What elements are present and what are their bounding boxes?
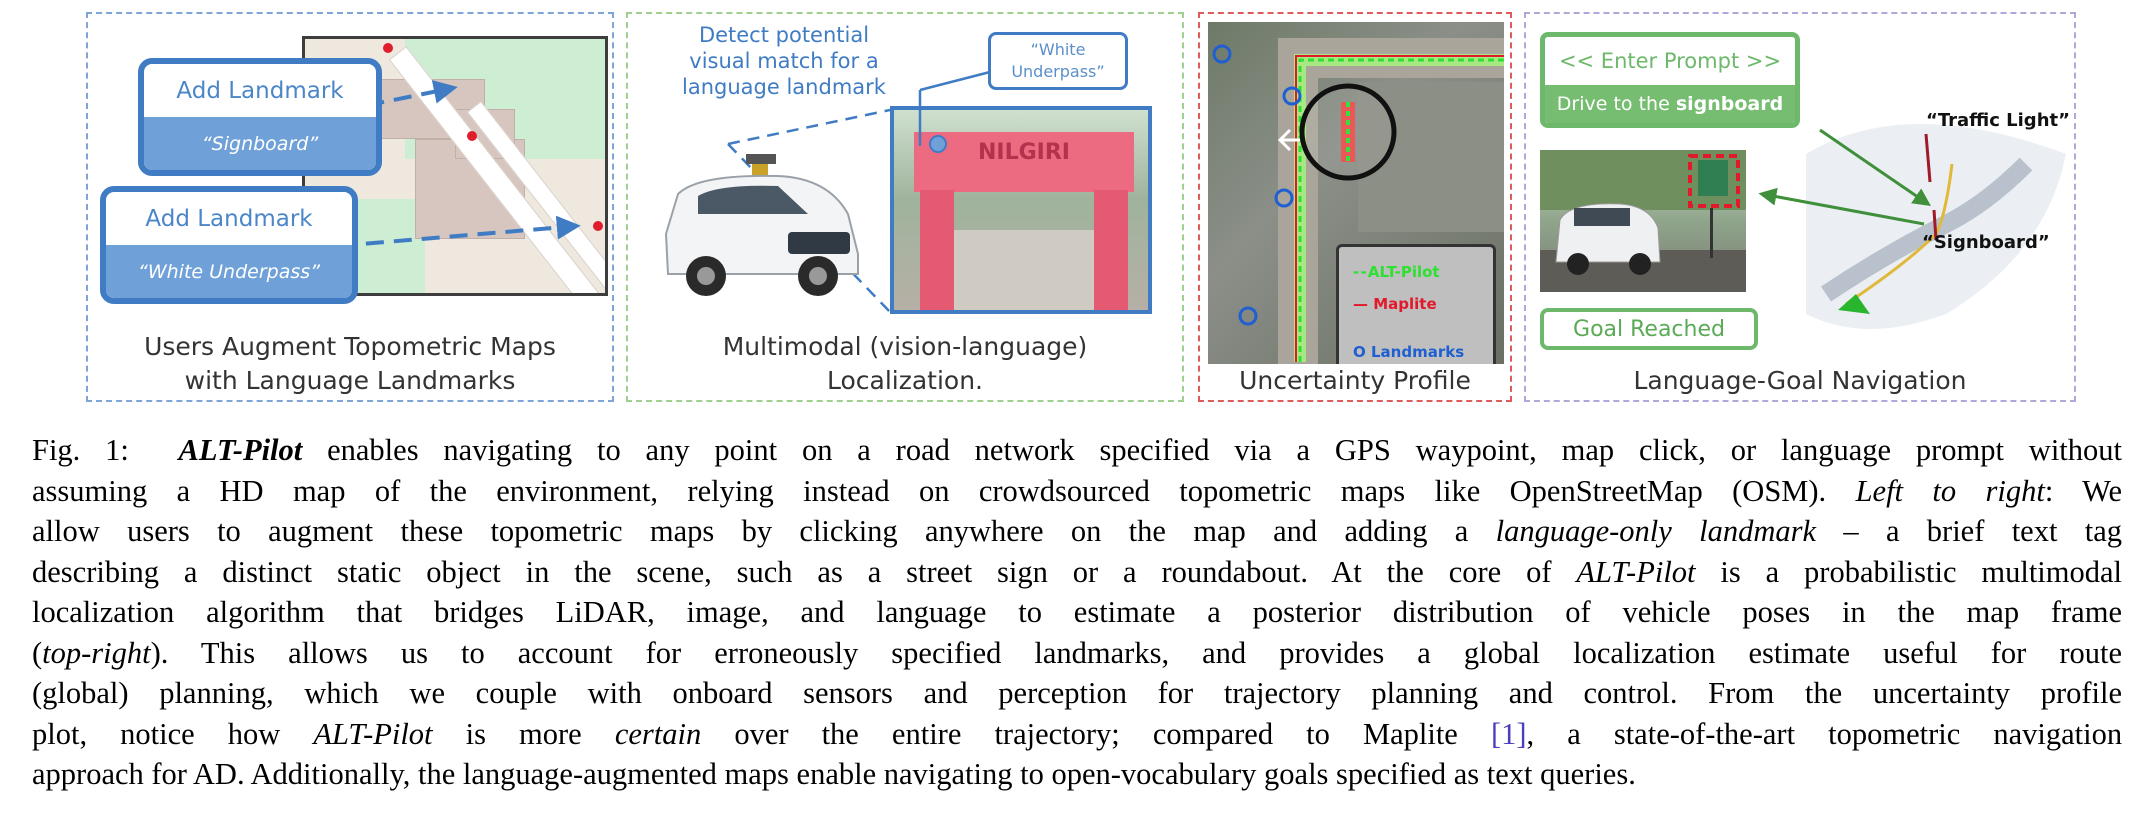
caption-text: describing a distinct static object in t… xyxy=(32,554,1552,589)
panel2-caption: Multimodal (vision-language) Localizatio… xyxy=(628,330,1182,398)
bubble-line1: “White xyxy=(1030,40,1086,59)
panel2-caption-line1: Multimodal (vision-language) xyxy=(722,332,1088,361)
caption-line: describing a distinct static object in t… xyxy=(32,552,2122,593)
detect-line2: visual match for a xyxy=(689,49,879,73)
caption-line: (global) planning, which we couple with … xyxy=(32,673,2122,714)
caption-text: localization algorithm that bridges LiDA… xyxy=(32,595,2122,629)
prompt-text-prefix: Drive to the xyxy=(1556,93,1676,115)
speech-bubble-white-underpass: “White Underpass” xyxy=(988,32,1128,90)
navigation-map xyxy=(1758,124,2066,329)
pin-top xyxy=(383,43,393,53)
street-camera-image xyxy=(1540,150,1746,292)
caption-line: approach for AD. Additionally, the langu… xyxy=(32,754,2122,795)
caption-emph: ALT-Pilot xyxy=(1576,554,1696,589)
panel1-caption-line1: Users Augment Topometric Maps xyxy=(144,332,556,361)
caption-line: allow users to augment these topometric … xyxy=(32,511,2122,552)
landmark-marker xyxy=(1238,306,1258,326)
prompt-text: Drive to the signboard xyxy=(1545,85,1795,123)
add-landmark-card-signboard[interactable]: Add Landmark “Signboard” xyxy=(138,58,382,176)
signboard-tag: “Signboard” xyxy=(1922,232,2050,253)
trajectory-plot xyxy=(1212,44,1504,362)
pin-underpass xyxy=(593,221,603,231)
legend-alt-label: ALT-Pilot xyxy=(1367,263,1440,281)
legend-maplite: — Maplite xyxy=(1353,295,1437,313)
legend-alt-pilot: - - ALT-Pilot xyxy=(1353,263,1440,281)
aerial-trajectory-image: - - ALT-Pilot — Maplite O Landmarks xyxy=(1208,22,1504,364)
caption-emph: Left to right xyxy=(1855,473,2045,508)
caption-text: – a brief text tag xyxy=(1843,514,2123,548)
caption-text: is more xyxy=(465,716,582,751)
legend-maplite-label: Maplite xyxy=(1373,295,1437,313)
caption-text: : We xyxy=(2044,473,2123,508)
caption-line: plot, notice how ALT-Pilot is more certa… xyxy=(32,714,2122,755)
caption-text: , a state-of-the-art topometric navigati… xyxy=(1526,716,2123,751)
detection-dot xyxy=(929,135,947,153)
caption-text: (global) planning, which we couple with … xyxy=(32,676,2122,710)
fig-name: ALT-Pilot xyxy=(178,433,303,467)
landmark-value: “Signboard” xyxy=(144,117,376,170)
caption-text: is a probabilistic multimodal xyxy=(1720,554,2123,589)
pin-signboard xyxy=(467,131,477,141)
gate-arch xyxy=(914,132,1134,192)
fig-label: Fig. 1: xyxy=(32,433,129,467)
detected-signboard-box xyxy=(1688,154,1740,208)
caption-line: assuming a HD map of the environment, re… xyxy=(32,471,2122,512)
caption-line: localization algorithm that bridges LiDA… xyxy=(32,592,2122,633)
panel3-caption: Uncertainty Profile xyxy=(1239,366,1471,395)
caption-text: assuming a HD map of the environment, re… xyxy=(32,473,1827,508)
gate-pillar-left xyxy=(920,190,954,310)
caption-text: ( xyxy=(32,635,43,670)
bubble-line2: Underpass” xyxy=(1011,62,1105,81)
caption-emph: certain xyxy=(614,716,702,751)
panel-uncertainty-profile: - - ALT-Pilot — Maplite O Landmarks Unce… xyxy=(1198,12,1512,402)
detect-annotation: Detect potential visual match for a lang… xyxy=(674,22,894,100)
caption-emph: top-right xyxy=(42,635,151,670)
landmark-marker xyxy=(1274,188,1294,208)
legend-landmarks-label: Landmarks xyxy=(1370,343,1465,361)
caption-line: Fig. 1: ALT-Pilot enables navigating to … xyxy=(32,430,2122,471)
caption-text: allow users to augment these topometric … xyxy=(32,514,1469,548)
road-surface xyxy=(954,230,1094,310)
enter-prompt-label: << Enter Prompt >> xyxy=(1545,37,1795,85)
figure-caption: Fig. 1: ALT-Pilot enables navigating to … xyxy=(32,430,2122,795)
caption-emph: language-only landmark xyxy=(1495,514,1817,548)
citation-link[interactable]: [1] xyxy=(1490,716,1527,751)
gate-camera-image: NILGIRI xyxy=(890,106,1152,314)
legend-landmarks: O Landmarks xyxy=(1353,343,1465,361)
caption-line: (top-right). This allows us to account f… xyxy=(32,633,2122,674)
building-block xyxy=(1358,82,1504,232)
gate-pillar-right xyxy=(1094,190,1128,310)
panel1-caption-line2: with Language Landmarks xyxy=(184,366,516,395)
detect-line3: language landmark xyxy=(682,75,886,99)
uncertainty-legend: - - ALT-Pilot — Maplite O Landmarks xyxy=(1336,244,1496,364)
caption-text: enables navigating to any point on a roa… xyxy=(327,433,2122,467)
traffic-light-tag: “Traffic Light” xyxy=(1926,110,2070,131)
panel-augment-maps: Add Landmark “Signboard” Add Landmark “W… xyxy=(86,12,614,402)
detect-line1: Detect potential xyxy=(698,23,870,47)
caption-text: over the entire trajectory; compared to … xyxy=(734,716,1458,751)
caption-text: plot, notice how xyxy=(32,716,281,751)
panel4-caption: Language-Goal Navigation xyxy=(1633,366,1967,395)
enter-prompt-widget[interactable]: << Enter Prompt >> Drive to the signboar… xyxy=(1540,32,1800,128)
caption-text: approach for AD. Additionally, the langu… xyxy=(32,757,1636,791)
panel1-caption: Users Augment Topometric Maps with Langu… xyxy=(88,330,612,398)
landmark-value: “White Underpass” xyxy=(106,245,352,298)
street-car xyxy=(1555,154,1740,275)
landmark-marker xyxy=(1282,86,1302,106)
vehicle-image xyxy=(664,154,859,296)
caption-emph: ALT-Pilot xyxy=(313,716,433,751)
add-landmark-title: Add Landmark xyxy=(176,77,344,104)
panel-multimodal-localization: Detect potential visual match for a lang… xyxy=(626,12,1184,402)
gate-sign-text: NILGIRI xyxy=(978,140,1070,165)
prompt-text-bold: signboard xyxy=(1675,93,1784,115)
landmark-marker xyxy=(1212,44,1232,64)
panel2-caption-line2: Localization. xyxy=(826,366,984,395)
association-lines xyxy=(727,70,991,315)
add-landmark-title: Add Landmark xyxy=(145,205,313,232)
goal-reached-status: Goal Reached xyxy=(1540,308,1758,350)
add-landmark-card-underpass[interactable]: Add Landmark “White Underpass” xyxy=(100,186,358,304)
caption-text: ). This allows us to account for erroneo… xyxy=(150,635,2122,670)
panel-language-goal-navigation: << Enter Prompt >> Drive to the signboar… xyxy=(1524,12,2076,402)
